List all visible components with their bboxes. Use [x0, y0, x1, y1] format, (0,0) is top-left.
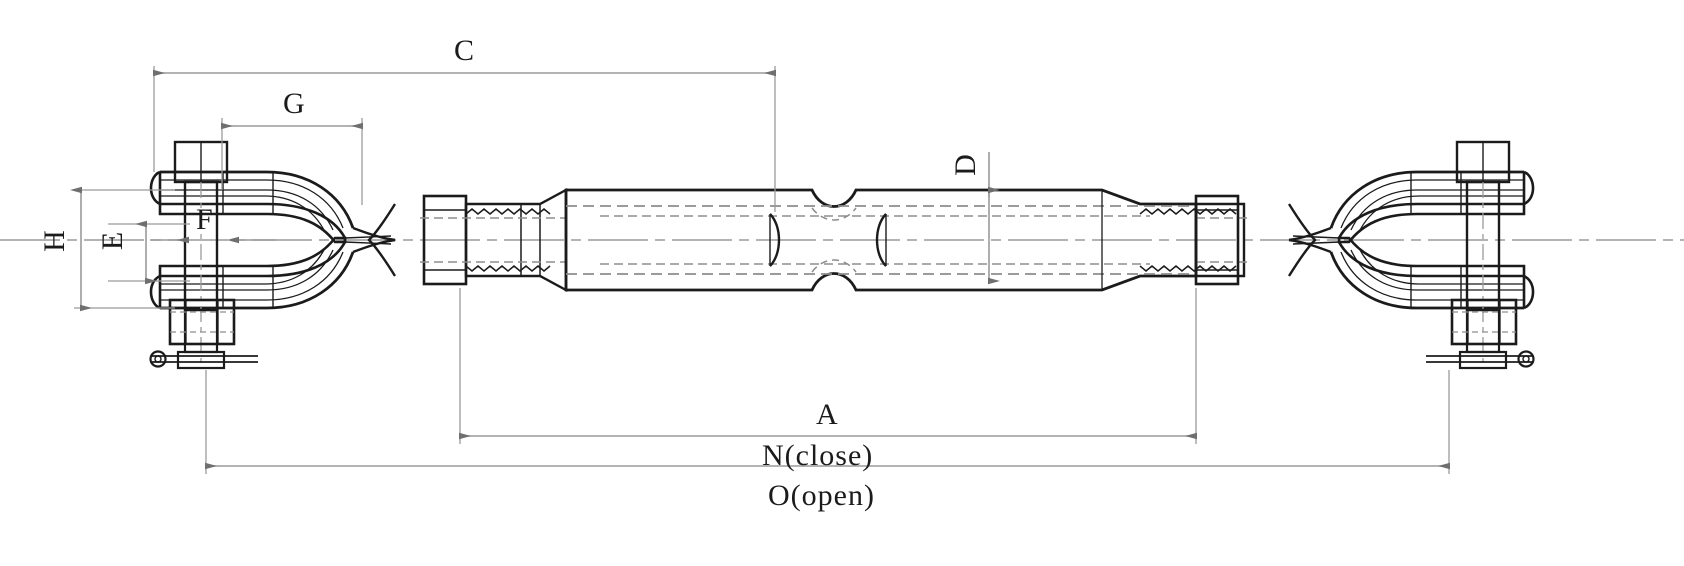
- right-hex-nut: [1450, 298, 1518, 346]
- dimension-label-G: G: [283, 87, 305, 120]
- dimension-line-C: [153, 66, 776, 212]
- dimension-line-G: [221, 118, 363, 205]
- dimension-label-F: F: [196, 203, 213, 236]
- right-cotter-pin: [1426, 350, 1535, 370]
- dimension-label-A: A: [816, 398, 838, 431]
- left-cotter-pin: [149, 350, 258, 370]
- dimension-line-E: [108, 220, 190, 285]
- right-lock-nut: [1194, 194, 1240, 286]
- dimension-label-D: D: [948, 154, 982, 176]
- dimension-label-N-close: N(close): [762, 439, 874, 472]
- left-hex-nut: [168, 298, 236, 346]
- dimension-line-A: [459, 288, 1197, 444]
- left-jaw-end: [149, 170, 397, 310]
- dimension-label-H: H: [37, 230, 71, 252]
- dimension-label-O-open: O(open): [768, 479, 875, 512]
- dimension-line-H: [70, 186, 175, 312]
- dimension-line-N: [205, 370, 1450, 474]
- dimension-label-E: E: [96, 231, 130, 251]
- dimension-label-C: C: [454, 34, 475, 67]
- right-jaw-end: [1287, 170, 1535, 310]
